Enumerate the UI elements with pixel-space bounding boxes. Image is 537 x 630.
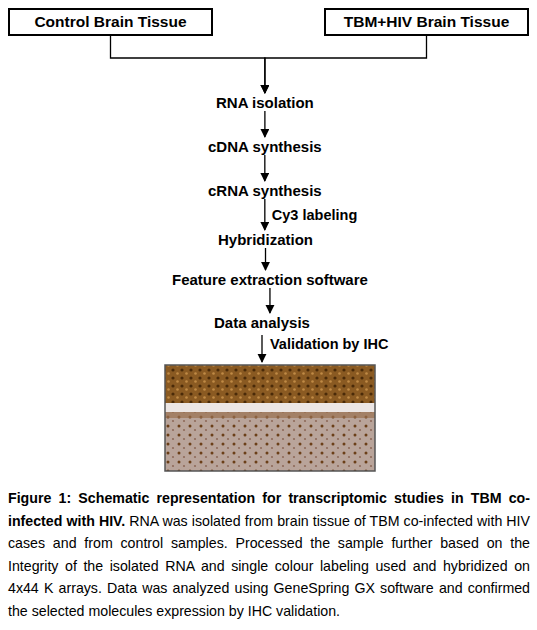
step-text: Hybridization bbox=[218, 231, 313, 248]
box-title: Control Brain Tissue bbox=[34, 13, 186, 31]
step-label: Validation by IHC bbox=[270, 336, 388, 352]
process-step: Hybridization bbox=[218, 231, 313, 248]
flow-arrow bbox=[261, 335, 262, 362]
flow-arrow bbox=[265, 248, 266, 270]
step-text: RNA isolation bbox=[216, 94, 314, 111]
step-text: cDNA synthesis bbox=[208, 138, 322, 155]
step-text: cRNA synthesis bbox=[208, 182, 322, 199]
flow-arrow bbox=[269, 288, 270, 313]
process-step: Data analysis bbox=[214, 314, 310, 331]
tissue-upper bbox=[165, 365, 375, 403]
process-step: cRNA synthesis bbox=[208, 182, 322, 199]
sample-box: Control Brain Tissue bbox=[8, 8, 213, 36]
process-step: RNA isolation bbox=[216, 94, 314, 111]
figure-caption: Figure 1: Schematic representation for t… bbox=[8, 487, 530, 623]
image-frame bbox=[165, 365, 375, 471]
tissue-gap bbox=[165, 403, 375, 412]
flow-arrow bbox=[111, 36, 265, 93]
process-step: cDNA synthesis bbox=[208, 138, 322, 155]
flow-arrow bbox=[264, 111, 265, 137]
tissue-band bbox=[165, 412, 375, 418]
flow-arrow bbox=[265, 36, 427, 93]
flow-arrow bbox=[264, 155, 265, 181]
process-step: Feature extraction software bbox=[172, 271, 368, 288]
ihc-micrograph bbox=[165, 365, 375, 471]
step-text: Feature extraction software bbox=[172, 271, 368, 288]
tissue-lower bbox=[165, 365, 375, 471]
step-text: Data analysis bbox=[214, 314, 310, 331]
flow-arrow bbox=[264, 199, 265, 230]
sample-box: TBM+HIV Brain Tissue bbox=[324, 8, 529, 36]
box-title: TBM+HIV Brain Tissue bbox=[344, 13, 510, 31]
edge-label: Cy3 labeling bbox=[272, 207, 357, 223]
